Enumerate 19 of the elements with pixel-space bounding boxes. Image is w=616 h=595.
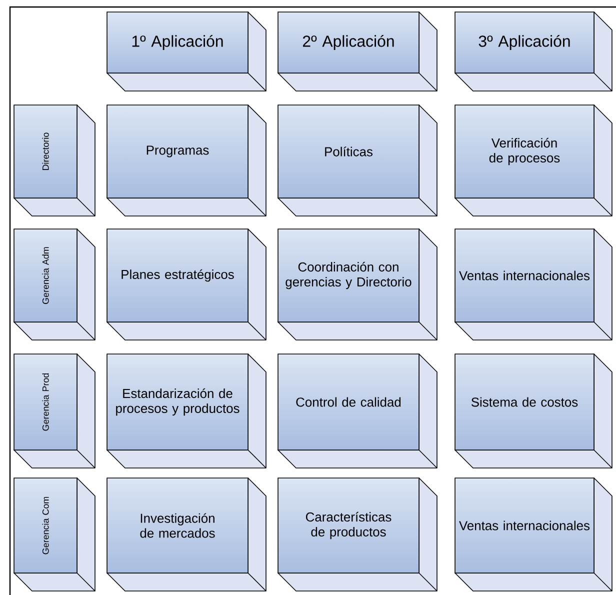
cube-box: Control de calidad — [278, 354, 438, 468]
cube-box: Políticas — [278, 104, 438, 216]
cube-box: Sistema de costos — [454, 354, 612, 468]
cube-box: Gerencia Prod — [14, 354, 96, 468]
cube-box: Gerencia Adm — [14, 228, 96, 340]
cube-box: Ventas internacionales — [454, 478, 612, 592]
cube-box: Gerencia Com — [14, 478, 96, 592]
cube-box: 1º Aplicación — [106, 12, 266, 92]
cube-box: Investigación de mercados — [106, 478, 266, 592]
cube-box: Características de productos — [278, 478, 438, 592]
cube-box: 2º Aplicación — [278, 12, 438, 92]
cube-box: Programas — [106, 104, 266, 216]
cube-box: Directorio — [14, 104, 96, 216]
cube-box: Coordinación con gerencias y Directorio — [278, 228, 438, 340]
cube-box: Ventas internacionales — [454, 228, 612, 340]
cube-box: 3º Aplicación — [454, 12, 612, 92]
cube-box: Verificación de procesos — [454, 104, 612, 216]
cube-box: Estandarización de procesos y productos — [106, 354, 266, 468]
cube-box: Planes estratégicos — [106, 228, 266, 340]
